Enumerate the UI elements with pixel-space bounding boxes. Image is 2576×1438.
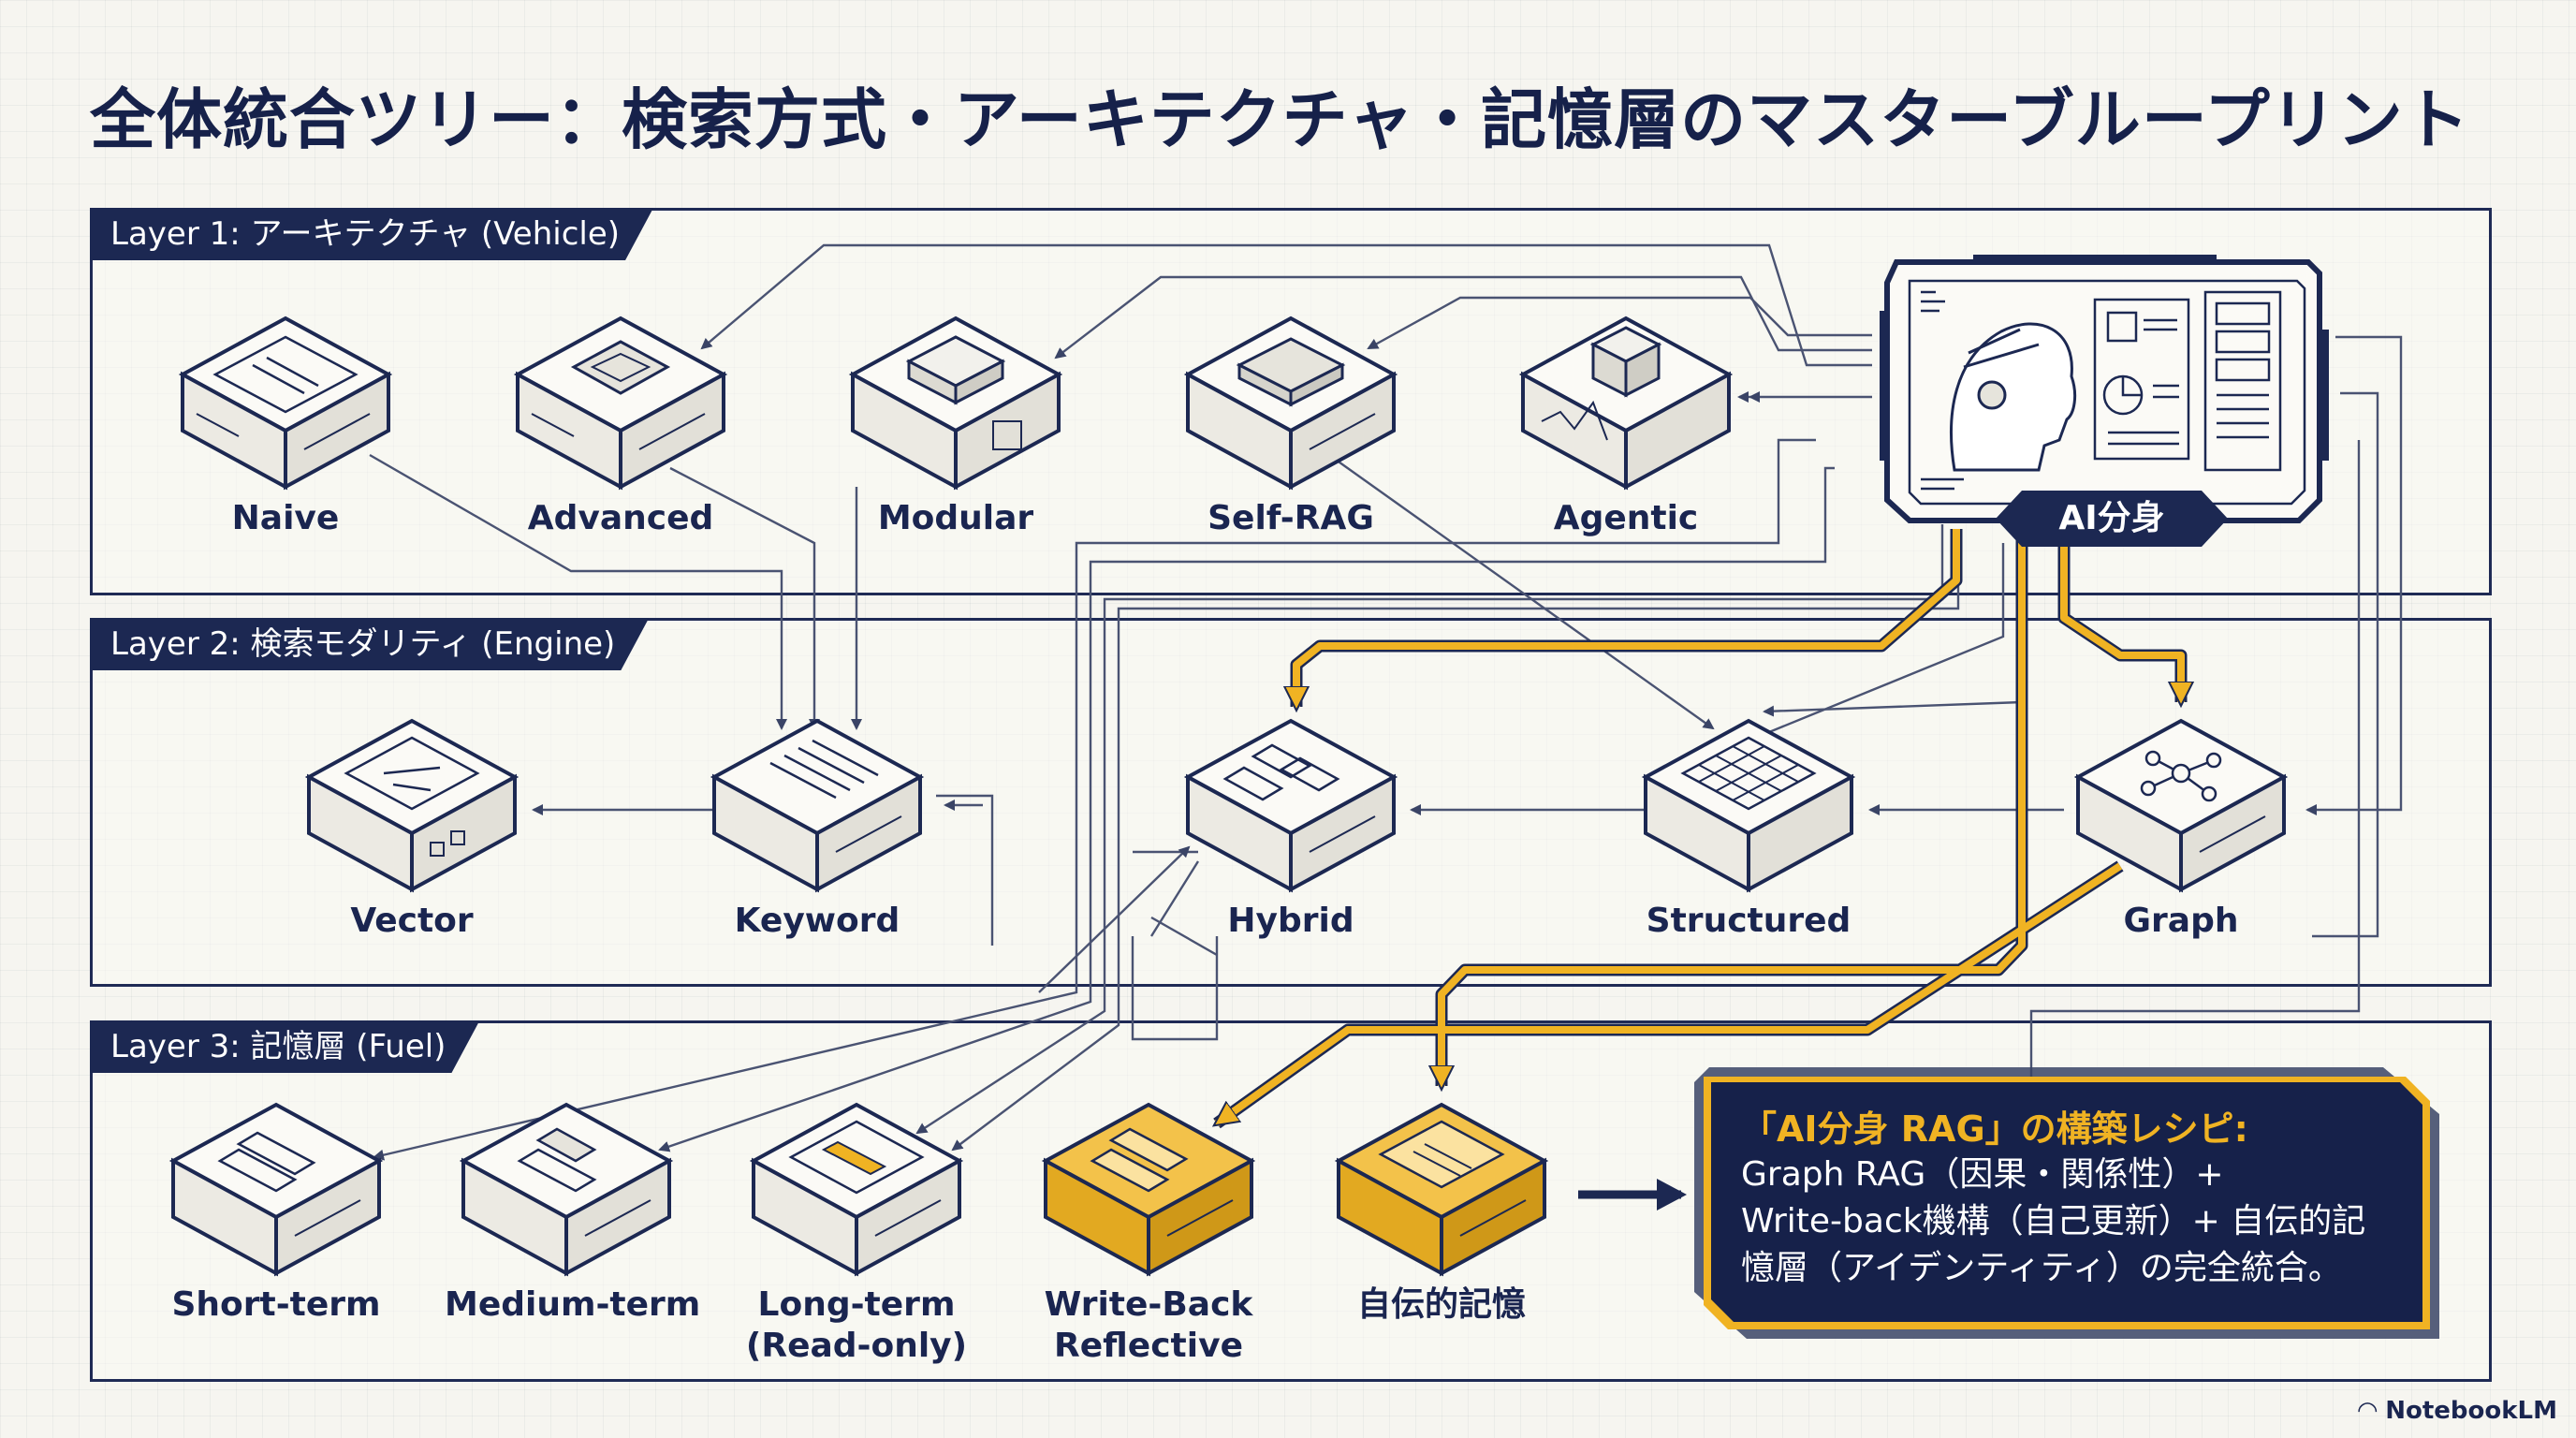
node-short-term: Short-term [154,1095,398,1376]
node-label: Vector [350,902,474,940]
server-box-icon [304,718,520,893]
node-label: Graph [2123,902,2239,940]
node-write-back: Write-Back Reflective [1027,1095,1270,1376]
server-box-icon [2073,718,2289,893]
server-box-icon [848,315,1063,491]
recipe-line: Graph RAG（因果・関係性）+ [1741,1155,2224,1194]
node-label: Short-term [171,1285,381,1324]
recipe-line: 憶層（アイデンティティ）の完全統合。 [1741,1249,2342,1287]
ai-avatar-panel [1872,243,2333,536]
node-label: Self-RAG [1208,499,1374,537]
node-label: Modular [877,499,1034,537]
node-hybrid: Hybrid [1169,712,1412,946]
node-autobiographical: 自伝的記憶 [1320,1095,1563,1376]
node-self-rag: Self-RAG [1169,309,1412,543]
server-box-gold-icon [1334,1102,1549,1277]
robot-head-icon [1950,322,2077,472]
logo-text: NotebookLM [2385,1397,2557,1425]
node-label: Hybrid [1227,902,1354,940]
node-label: Advanced [527,499,714,537]
layer-2-tab: Layer 2: 検索モダリティ (Engine) [90,618,649,670]
recipe-title: 「AI分身 RAG」の構築レシピ: [1741,1108,2248,1150]
ai-dashboard-icon [1872,243,2333,523]
notebooklm-logo: ◠ NotebookLM [2358,1397,2557,1425]
node-advanced: Advanced [499,309,742,543]
recipe-frame-icon [1694,1067,2439,1339]
node-medium-term: Medium-term [445,1095,701,1376]
node-agentic: Agentic [1504,309,1748,543]
server-box-icon [749,1102,964,1277]
server-box-icon [178,315,393,491]
node-long-term: Long-term (Read-only) [735,1095,978,1376]
ai-avatar-badge: AI分身 [1996,491,2228,547]
recipe-body: Graph RAG（因果・関係性）+ Write-back機構（自己更新）+ 自… [1741,1152,2374,1292]
node-structured: Structured [1627,712,1870,946]
node-label-sub: (Read-only) [745,1327,968,1365]
node-keyword: Keyword [695,712,939,946]
layer-3-tab: Layer 3: 記憶層 (Fuel) [90,1020,479,1073]
node-label: Naive [231,499,340,537]
server-box-icon [1641,718,1856,893]
server-box-icon [459,1102,674,1277]
node-naive: Naive [164,309,407,543]
server-box-icon [1183,718,1398,893]
node-modular: Modular [834,309,1077,543]
node-label: Write-Back [1044,1285,1253,1324]
server-box-icon [1183,315,1398,491]
recipe-line: Write-back機構（自己更新）+ 自伝的記 [1741,1202,2366,1240]
node-graph: Graph [2059,712,2303,946]
node-vector: Vector [290,712,534,946]
server-box-icon [168,1102,384,1277]
node-label: Long-term [757,1285,956,1324]
node-label: Structured [1646,902,1852,940]
node-label: Medium-term [445,1285,701,1324]
node-label: Agentic [1553,499,1699,537]
node-label-sub: Reflective [1053,1327,1243,1365]
server-box-icon [513,315,728,491]
node-label: 自伝的記憶 [1356,1285,1526,1324]
layer-1-tab: Layer 1: アーキテクチャ (Vehicle) [90,208,653,260]
notebooklm-icon: ◠ [2358,1397,2386,1425]
server-box-icon [1518,315,1734,491]
page-title: 全体統合ツリー：検索方式・アーキテクチャ・記憶層のマスターブループリント [90,81,2470,158]
graph-network-icon [2140,750,2222,802]
node-label: Keyword [734,902,900,940]
recipe-callout: 「AI分身 RAG」の構築レシピ: Graph RAG（因果・関係性）+ Wri… [1690,1058,2458,1348]
server-box-gold-icon [1041,1102,1256,1277]
server-box-icon [710,718,925,893]
